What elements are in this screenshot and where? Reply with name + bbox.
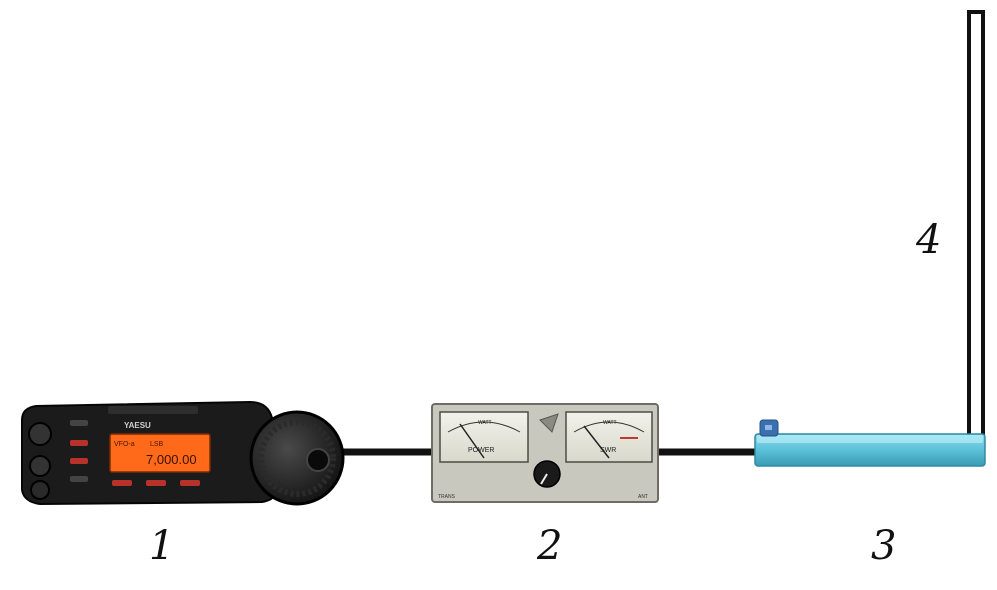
swr-power-meter: WATT POWER WATT SWR TRANS ANT: [431, 403, 659, 503]
power-meter-scale: WATT: [478, 420, 492, 426]
trans-mark: TRANS: [438, 494, 456, 500]
transceiver: YAESU LSB VFO-a 7,000.00: [21, 400, 345, 506]
radio-vfo: VFO-a: [114, 441, 135, 448]
radio-frequency: 7,000.00: [146, 452, 197, 467]
volume-knob: [28, 422, 52, 446]
label-antenna: 4: [916, 217, 942, 263]
radio-brand: YAESU: [124, 421, 151, 430]
antenna-tuner: [754, 419, 986, 467]
label-swr-meter: 2: [537, 523, 563, 569]
label-radio: 1: [149, 523, 175, 569]
ant-mark: ANT: [638, 494, 648, 500]
power-meter-face: [439, 411, 529, 463]
radio-display: [109, 433, 211, 473]
label-tuner: 3: [871, 523, 897, 569]
swr-meter-label: SWR: [600, 447, 616, 454]
swr-meter-scale: WATT: [603, 420, 617, 426]
meter-emblem-icon: [539, 413, 559, 433]
power-meter-label: POWER: [468, 447, 494, 454]
antenna: [967, 10, 985, 438]
radio-mode: LSB: [150, 441, 164, 448]
tuning-dial: [249, 410, 345, 506]
